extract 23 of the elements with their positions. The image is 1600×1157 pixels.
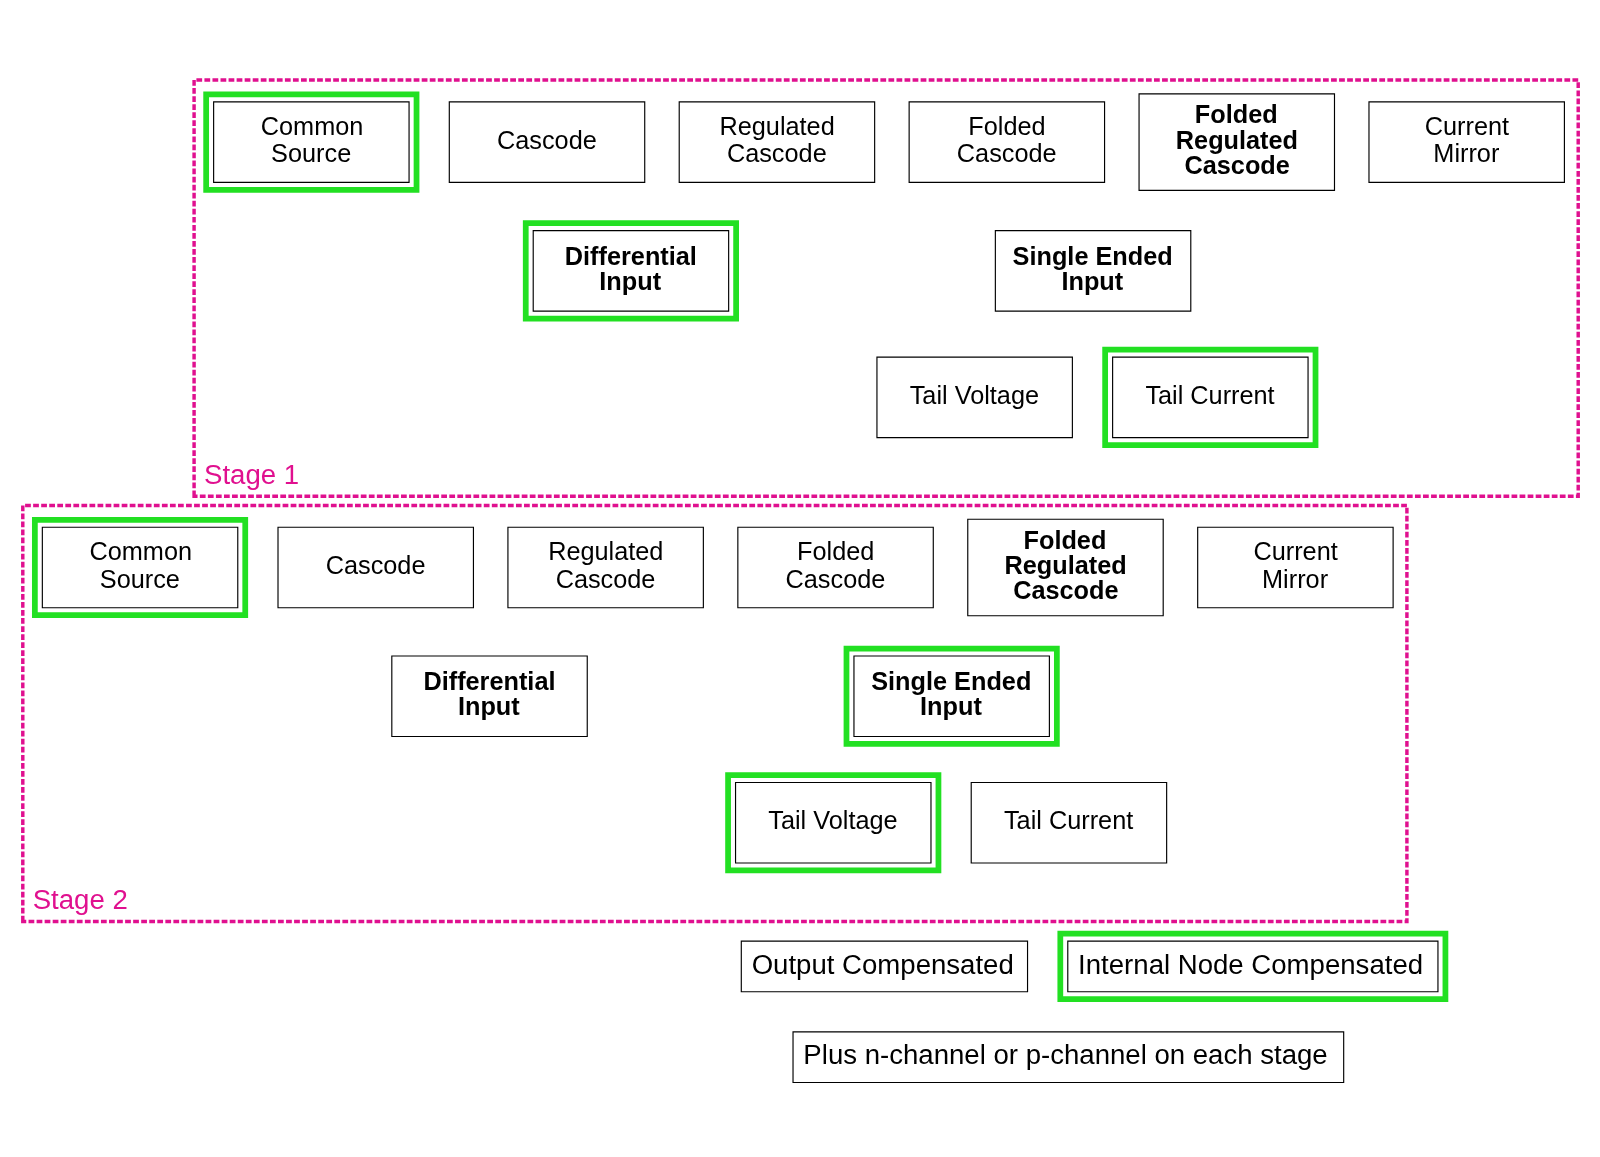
node-box: Internal Node Compensated — [1056, 930, 1448, 1002]
node-box: Folded Regulated Cascode — [1138, 92, 1335, 191]
node-box: Single Ended Input — [994, 229, 1191, 312]
node-box: Tail Voltage — [875, 356, 1073, 438]
node-box: Folded Cascode — [736, 526, 934, 608]
node-box: Regulated Cascode — [506, 526, 704, 608]
node-box: Tail Current — [970, 781, 1167, 864]
node-box: Regulated Cascode — [678, 100, 875, 183]
node-box: Single Ended Input — [843, 645, 1060, 747]
node-box: Tail Current — [1101, 346, 1318, 448]
node-box: Folded Cascode — [908, 100, 1105, 183]
node-box: Current Mirror — [1196, 526, 1394, 608]
node-box: Tail Voltage — [724, 771, 941, 873]
node-box: Differential Input — [390, 654, 588, 737]
node-box: Output Compensated — [740, 940, 1028, 992]
node-box: Current Mirror — [1367, 100, 1565, 183]
node-box: Plus n-channel or p-channel on each stage — [791, 1030, 1344, 1083]
node-box: Common Source — [202, 91, 419, 193]
node-box: Cascode — [276, 526, 474, 608]
node-box: Differential Input — [522, 219, 739, 321]
node-box: Cascode — [448, 100, 645, 183]
node-box: Common Source — [31, 516, 248, 618]
node-box: Folded Regulated Cascode — [966, 518, 1164, 616]
